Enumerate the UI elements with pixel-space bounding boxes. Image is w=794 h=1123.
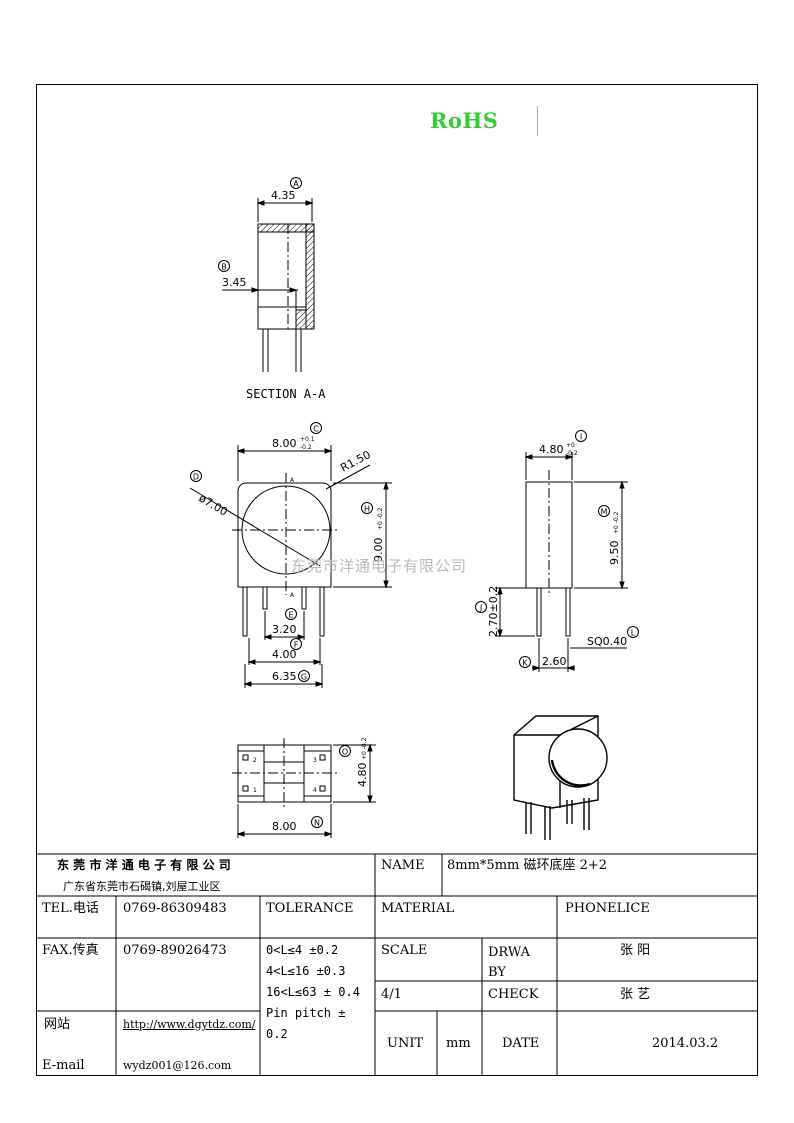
front-width-tol-plus: +0.1 [300,436,315,443]
callout-k: K [522,659,528,668]
drawing-frame [36,84,758,1076]
section-mark-bottom: A [290,592,295,599]
rohs-label: RoHS [430,108,499,133]
company-name: 东 莞 市 洋 通 电 子 有 限 公 司 [57,858,231,872]
pin-label-2: 2 [253,757,257,764]
tel-label: TEL.电话 [42,901,99,916]
unit-value: mm [446,1036,471,1051]
callout-n: N [314,819,320,828]
tolerance-list: 0<L≤4 ±0.2 4<L≤16 ±0.3 16<L≤63 ± 0.4 Pin… [266,940,370,1045]
side-width-dim: 4.80 [539,443,564,456]
date-value: 2014.03.2 [652,1036,719,1051]
title-block-grid [36,853,758,1076]
dim-e: 3.20 [272,623,297,636]
tolerance-label: TOLERANCE [266,901,354,916]
callout-b: B [221,263,227,272]
section-view: 4.35 A 3.45 B SECTION A-A [218,177,326,401]
front-width-tol-minus: -0.2 [300,444,312,451]
pin-size-dim: SQ0.40 [587,635,627,648]
bottom-height-tol: +0 -0.2 [361,737,368,760]
material-value: PHONELICE [565,901,650,916]
pin-label-3: 3 [313,757,317,764]
company-address: 广东省东莞市石碣镇,刘屋工业区 [63,880,221,893]
front-width-dim: 8.00 [272,437,297,450]
check-label: CHECK [488,987,539,1002]
front-view: A A 8.00 +0.1 -0.2 C R1.50 ø7.00 D 9.00 … [189,422,392,688]
tel-value: 0769-86309483 [123,901,227,916]
date-label: DATE [502,1036,540,1051]
drawn-value: 张 阳 [620,943,651,958]
email-label: E-mail [42,1058,85,1073]
tolerance-line: 4<L≤16 ±0.3 [266,964,346,978]
section-dim-left: 3.45 [222,276,247,289]
front-height-dim: 9.00 [372,538,385,563]
name-label: NAME [381,858,425,873]
material-label: MATERIAL [381,901,455,916]
website-link[interactable]: http://www.dgytdz.com/ [123,1018,256,1031]
web-label: 网站 [44,1017,71,1032]
radius-label: R1.50 [338,448,372,475]
callout-a: A [293,180,299,189]
section-caption: SECTION A-A [246,387,326,401]
diameter-label: ø7.00 [196,491,229,518]
unit-label: UNIT [387,1036,424,1051]
callout-h: H [364,505,370,514]
callout-m: M [601,508,608,517]
dim-f: 4.00 [272,648,297,661]
scale-label: SCALE [381,943,428,958]
pin-label-1: 1 [253,787,257,794]
callout-g: G [301,673,307,682]
fax-label: FAX.传真 [42,943,99,958]
isometric-view [513,715,608,840]
email-value: wydz001@126.com [123,1059,232,1072]
section-dim-top: 4.35 [271,189,296,202]
callout-j: J [479,604,482,613]
callout-l: L [631,629,636,638]
callout-o: O [342,748,348,757]
divider [537,106,538,136]
check-value: 张 艺 [620,987,651,1002]
side-height-tol: +0 -0.2 [613,511,620,534]
pin-label-4: 4 [313,787,317,794]
side-width-tol-plus: +0 [566,442,575,449]
side-width-tol-minus: -0.2 [566,450,578,457]
dim-g: 6.35 [272,670,297,683]
callout-e: E [288,611,293,620]
pin-length-dim: 2.70±0.2 [487,586,500,637]
front-height-tol: +0 -0.2 [377,507,384,530]
pin-pitch-dim: 2.60 [542,655,567,668]
callout-i: I [580,433,582,442]
callout-c: C [313,425,319,434]
tolerance-line: 0<L≤4 ±0.2 [266,943,339,957]
side-height-dim: 9.50 [608,541,621,566]
watermark: 东莞市洋通电子有限公司 [291,557,468,575]
bottom-width-dim: 8.00 [272,820,297,833]
fax-value: 0769-89026473 [123,943,227,958]
callout-d: D [193,473,199,482]
callout-f: F [294,641,299,650]
part-name: 8mm*5mm 磁环底座 2+2 [447,858,608,873]
tolerance-line: Pin pitch ± 0.2 [266,1006,346,1041]
drawn-label: DRWA BY [488,945,531,980]
tolerance-line: 16<L≤63 ± 0.4 [266,985,360,999]
scale-value: 4/1 [381,987,402,1002]
side-view: 4.80 +0 -0.2 I 9.50 +0 -0.2 M 2.70±0.2 J… [475,430,639,672]
bottom-view: 2 3 1 4 4.80 +0 -0.2 O 8.00 N [232,737,376,838]
bottom-height-dim: 4.80 [356,763,369,788]
section-mark-top: A [290,477,295,484]
